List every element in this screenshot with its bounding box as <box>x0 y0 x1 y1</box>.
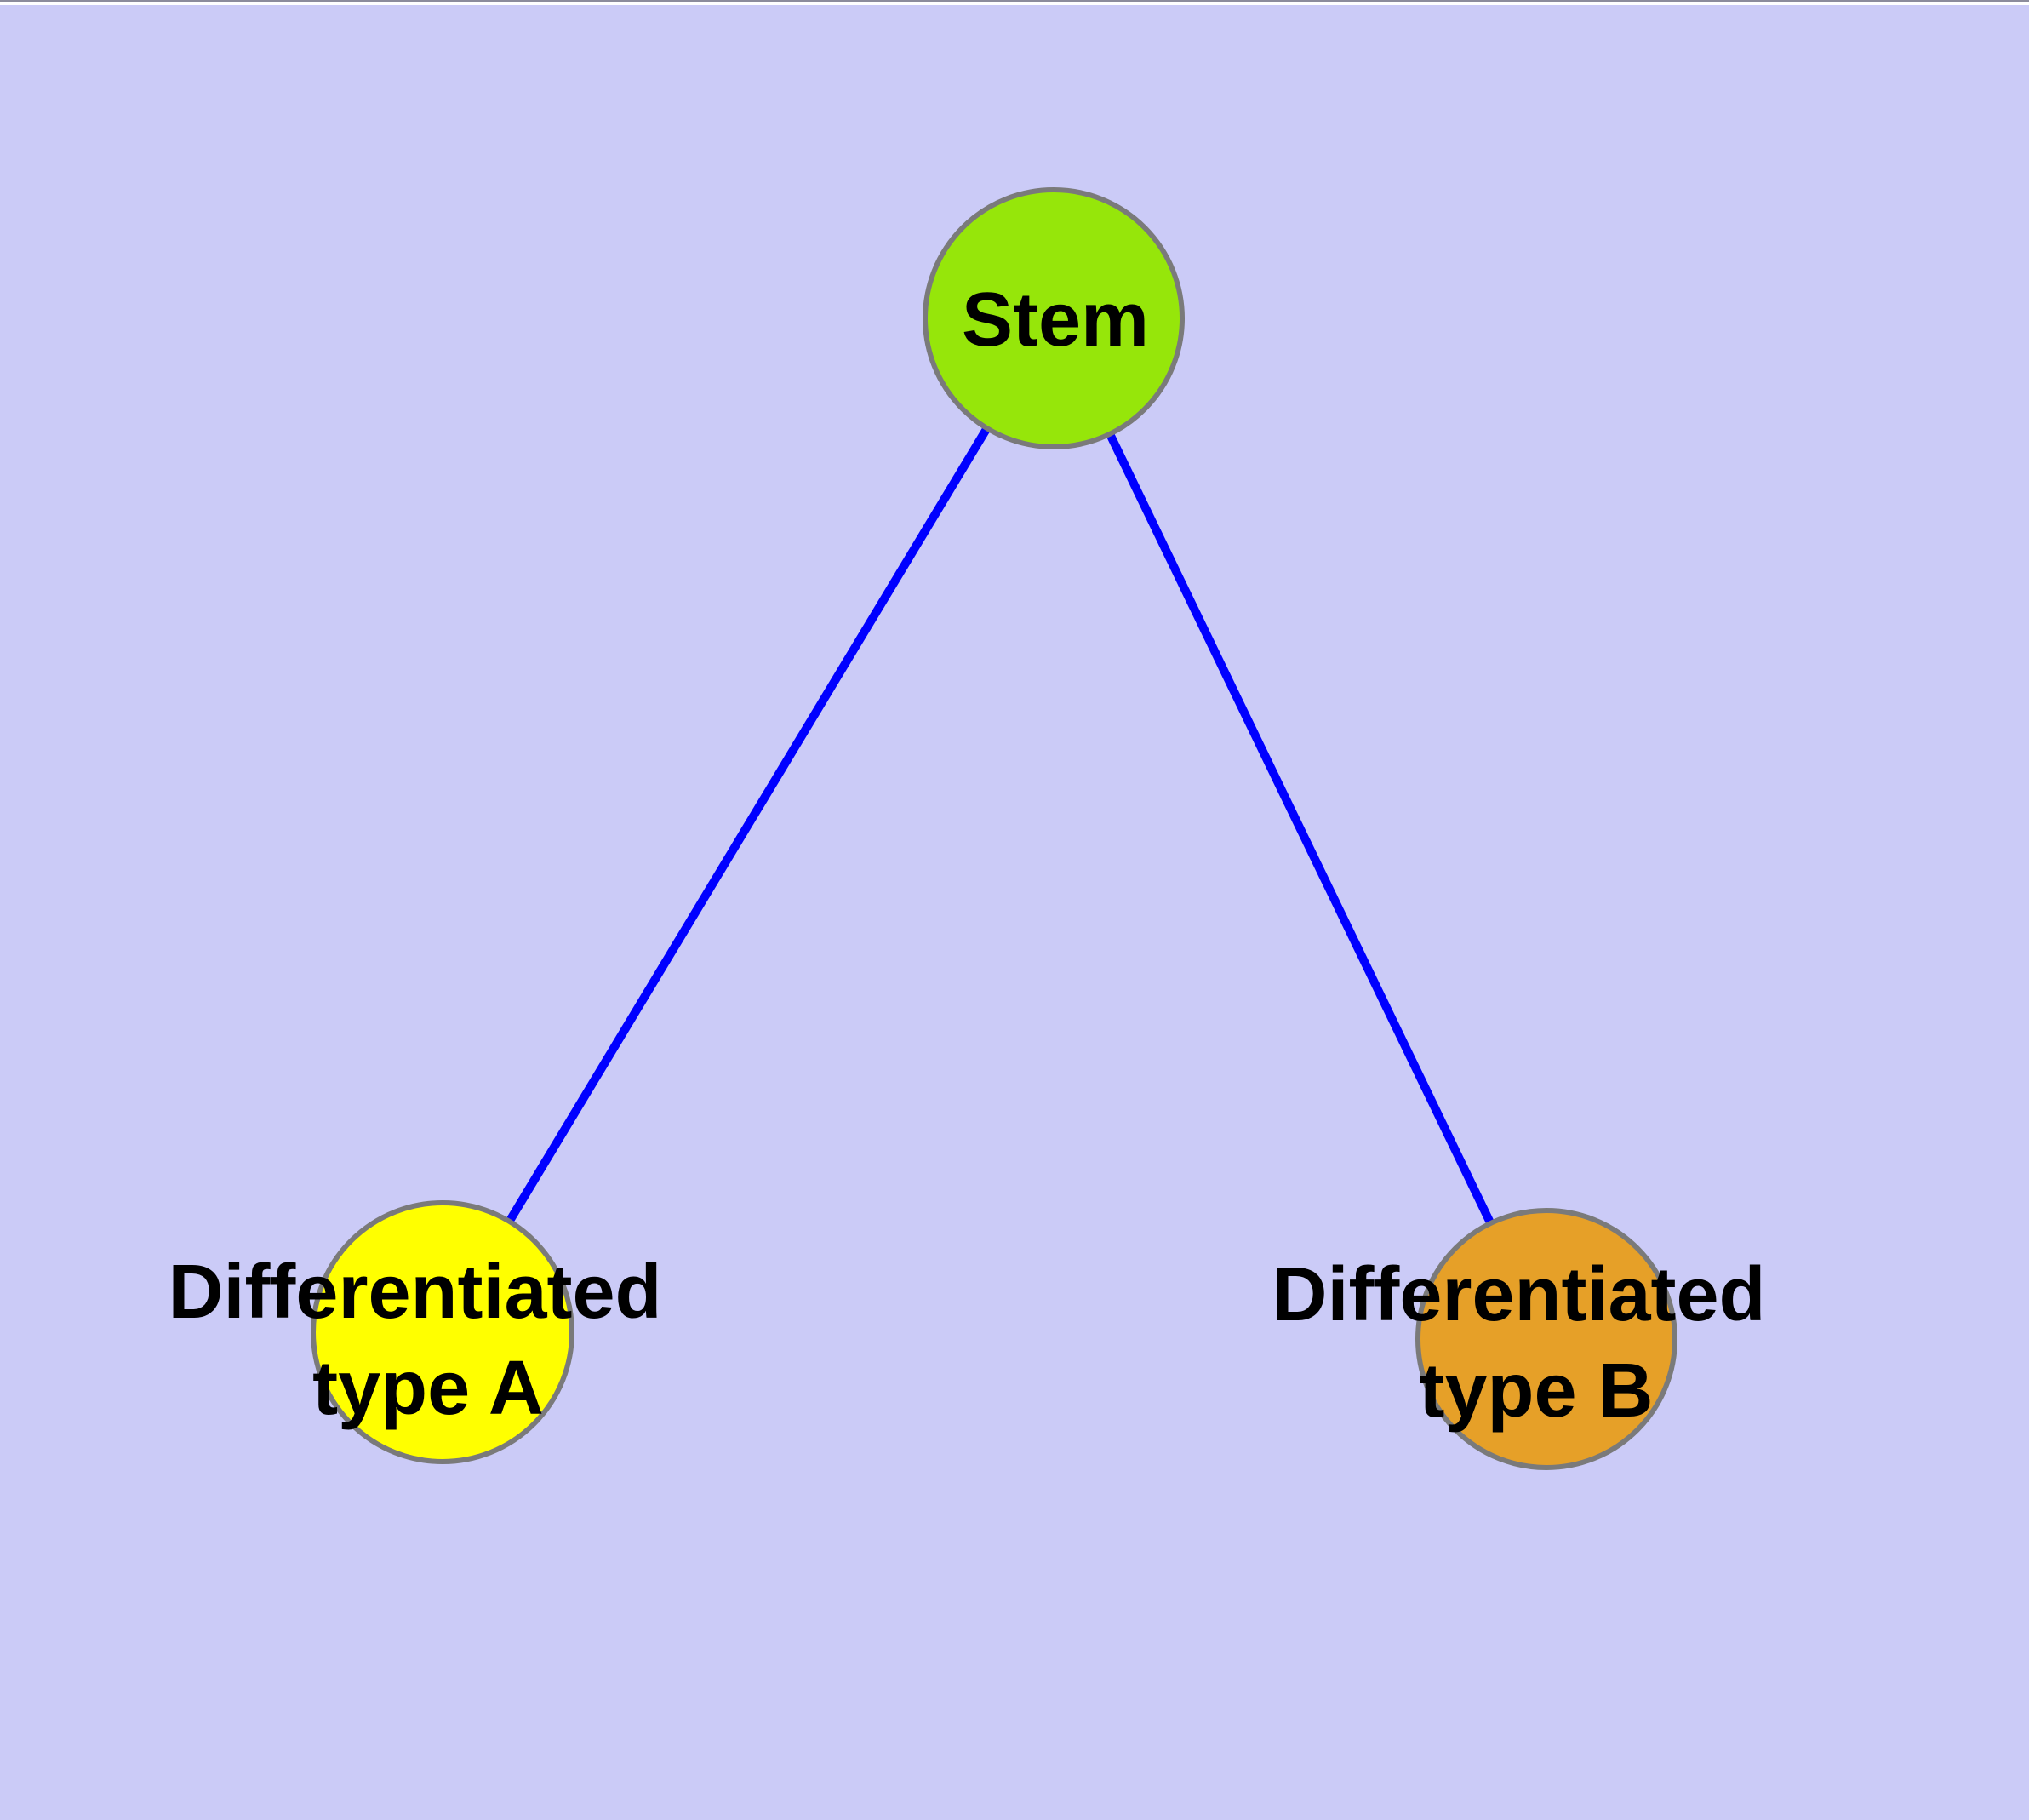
node-type-a-circle[interactable] <box>311 1200 574 1464</box>
top-white-strip <box>0 2 2029 5</box>
node-type-a-label-line1: Differentiated <box>168 1250 661 1335</box>
node-type-b-label: Differentiated type B <box>1272 1252 1786 1434</box>
top-edge-line <box>0 0 2029 2</box>
node-type-b-circle[interactable] <box>1415 1208 1677 1470</box>
edge-stem-to-type-a <box>438 315 1058 1335</box>
node-type-b-label-line1: Differentiated <box>1272 1252 1765 1337</box>
edge-stem-to-type-b <box>1049 315 1551 1342</box>
node-type-a-label: Differentiated type A <box>168 1250 683 1431</box>
node-type-b-label-line2: type B <box>1419 1348 1653 1434</box>
node-stem-circle[interactable] <box>923 187 1185 449</box>
node-type-a-label-line2: type A <box>312 1346 544 1431</box>
node-stem-label: Stem <box>962 278 1149 363</box>
